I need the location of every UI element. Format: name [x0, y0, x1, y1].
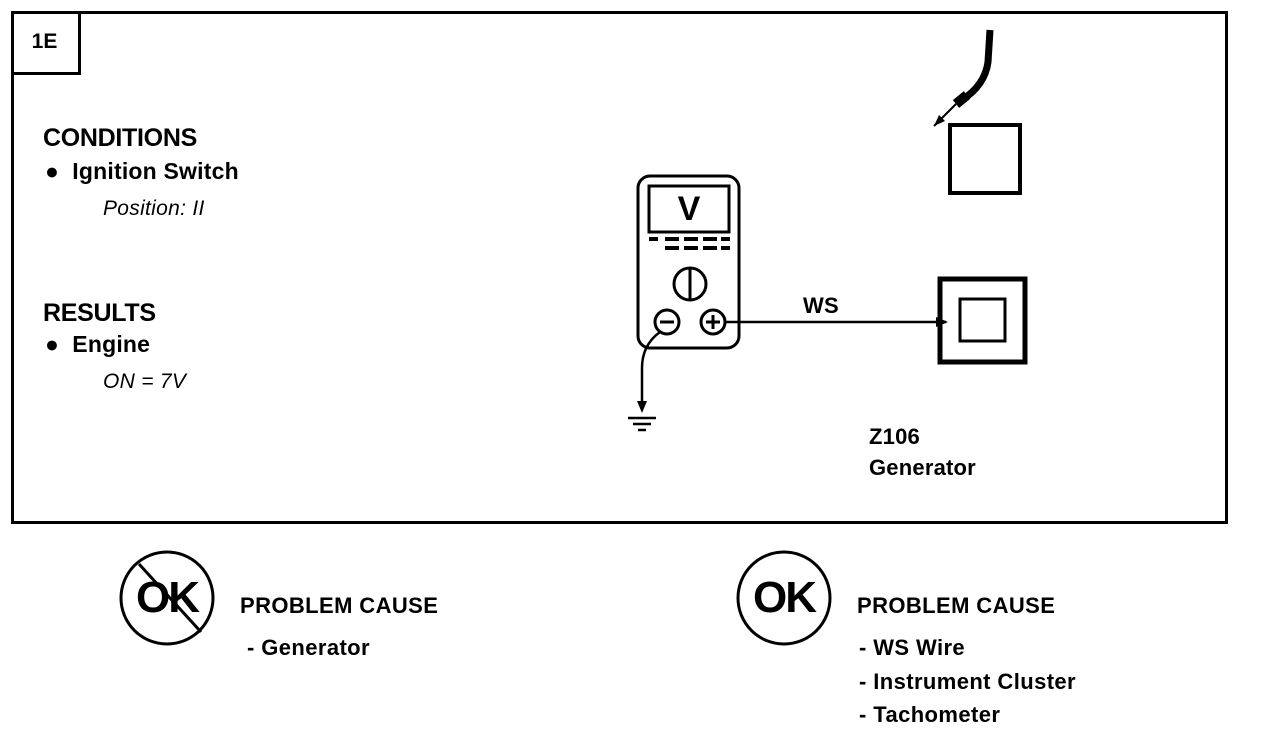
conditions-item-label: Ignition Switch [72, 158, 239, 184]
ok-badge-icon: OK [734, 548, 834, 648]
component-id: Z106 [869, 424, 920, 449]
conditions-value: Position: II [103, 197, 205, 220]
step-label: 1E [11, 11, 81, 75]
multimeter-icon [636, 174, 741, 350]
harness-connector-icon [933, 29, 1022, 195]
ground-lead [637, 330, 661, 413]
conditions-item: ● Ignition Switch [45, 158, 239, 185]
meter-display [647, 184, 731, 234]
positive-terminal-icon [699, 308, 727, 336]
meter-dial-icon [672, 266, 708, 302]
wire-label: WS [803, 293, 839, 318]
ok-badge-text: OK [753, 573, 817, 622]
not-ok-badge-text: OK [136, 573, 200, 622]
ok-cause-item: - WS Wire [859, 635, 966, 660]
test-step-panel [11, 11, 1228, 524]
ok-cause-item: - Instrument Cluster [859, 669, 1077, 694]
ok-cause-title: PROBLEM CAUSE [857, 593, 1056, 618]
bullet-icon: ● [45, 158, 60, 184]
component-name: Generator [869, 455, 976, 480]
not-ok-badge-icon: OK [117, 548, 217, 648]
results-heading: RESULTS [43, 299, 156, 327]
results-item: ● Engine [45, 331, 150, 358]
negative-terminal-icon [653, 308, 681, 336]
ok-cause-item: - Tachometer [859, 702, 1001, 727]
not-ok-cause-item: - Generator [247, 635, 370, 660]
ground-icon [628, 416, 656, 432]
results-value: ON = 7V [103, 370, 187, 393]
not-ok-cause-title: PROBLEM CAUSE [240, 593, 439, 618]
generator-connector-icon [937, 276, 1028, 365]
results-item-label: Engine [72, 331, 151, 357]
meter-display-label: V [677, 189, 701, 228]
conditions-heading: CONDITIONS [43, 124, 197, 152]
meter-keypad [649, 237, 730, 250]
bullet-icon: ● [45, 331, 60, 357]
